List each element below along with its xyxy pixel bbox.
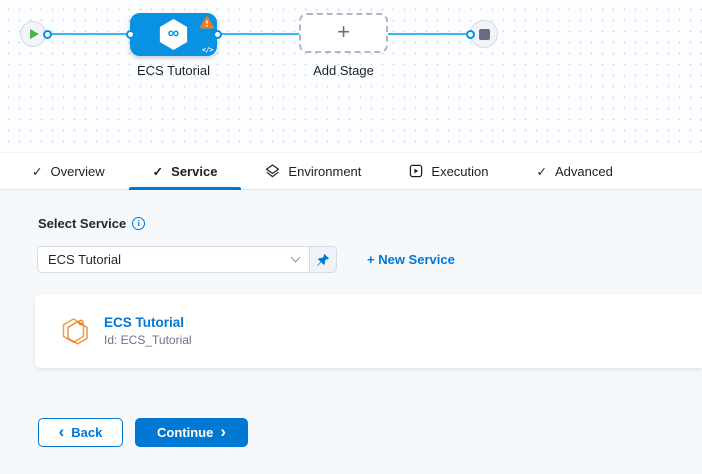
- pin-button[interactable]: [310, 247, 336, 272]
- select-service-label-text: Select Service: [38, 216, 127, 231]
- deploy-stage-icon: ∞: [159, 19, 188, 50]
- connector-line: [221, 33, 299, 35]
- stage-tabbar: ✓ Overview ✓ Service Environment: [0, 152, 702, 190]
- service-select-value: ECS Tutorial: [48, 252, 121, 267]
- service-select-group: ECS Tutorial: [37, 246, 337, 273]
- back-button[interactable]: ‹ Back: [38, 418, 123, 447]
- connector-line: [388, 33, 466, 35]
- plus-icon: +: [337, 18, 350, 44]
- add-stage-button[interactable]: +: [299, 13, 388, 53]
- add-stage-label: Add Stage: [313, 63, 374, 78]
- tab-service[interactable]: ✓ Service: [128, 153, 242, 190]
- service-card-id: Id: ECS_Tutorial: [104, 333, 192, 347]
- warning-icon: [200, 16, 214, 29]
- back-button-label: Back: [71, 425, 103, 440]
- service-card-text: ECS Tutorial Id: ECS_Tutorial: [104, 315, 192, 347]
- check-icon: ✓: [536, 164, 547, 179]
- tab-advanced[interactable]: ✓ Advanced: [513, 153, 637, 189]
- check-icon: ✓: [152, 164, 164, 179]
- code-icon: </>: [201, 46, 214, 54]
- tab-label: Environment: [288, 163, 362, 179]
- connector-port: [125, 29, 135, 39]
- service-hexagon-icon: [61, 315, 91, 347]
- pipeline-canvas: ∞ </> + ECS Tutorial Add Stage: [0, 0, 702, 152]
- tab-label: Service: [171, 163, 218, 179]
- pipeline-start-node: [20, 21, 46, 47]
- service-card-title[interactable]: ECS Tutorial: [104, 315, 185, 330]
- tab-overview[interactable]: ✓ Overview: [8, 153, 129, 189]
- continue-button-label: Continue: [157, 425, 214, 440]
- infinity-icon: ∞: [167, 24, 180, 42]
- check-icon: ✓: [32, 164, 43, 179]
- continue-button[interactable]: Continue ›: [135, 418, 248, 447]
- chevron-down-icon: [290, 252, 301, 263]
- stop-icon: [478, 28, 490, 40]
- new-service-link[interactable]: + New Service: [367, 252, 455, 267]
- service-card: ECS Tutorial Id: ECS_Tutorial: [35, 294, 702, 368]
- chevron-right-icon: ›: [220, 422, 226, 441]
- stage-node-label: ECS Tutorial: [137, 63, 210, 78]
- tab-label: Execution: [431, 163, 489, 179]
- tab-label: Overview: [50, 163, 105, 179]
- select-service-label: Select Service i: [38, 216, 146, 231]
- pin-icon: [317, 253, 329, 266]
- play-icon: [30, 29, 39, 39]
- connector-port: [213, 29, 222, 39]
- connector-port: [465, 29, 475, 39]
- tab-label: Advanced: [554, 163, 613, 179]
- connector-line: [51, 33, 126, 35]
- environment-layers-icon: [265, 164, 280, 178]
- service-select[interactable]: ECS Tutorial: [38, 247, 310, 272]
- connector-port: [42, 29, 52, 39]
- service-tab-content: Select Service i ECS Tutorial + New Serv…: [0, 190, 702, 474]
- stage-node-ecs-tutorial[interactable]: ∞ </>: [130, 13, 217, 56]
- tab-execution[interactable]: Execution: [385, 153, 512, 189]
- chevron-left-icon: ‹: [58, 422, 65, 441]
- tab-environment[interactable]: Environment: [241, 153, 385, 189]
- execution-play-icon: [409, 164, 423, 178]
- pipeline-end-node: [470, 20, 498, 48]
- info-icon[interactable]: i: [132, 217, 146, 230]
